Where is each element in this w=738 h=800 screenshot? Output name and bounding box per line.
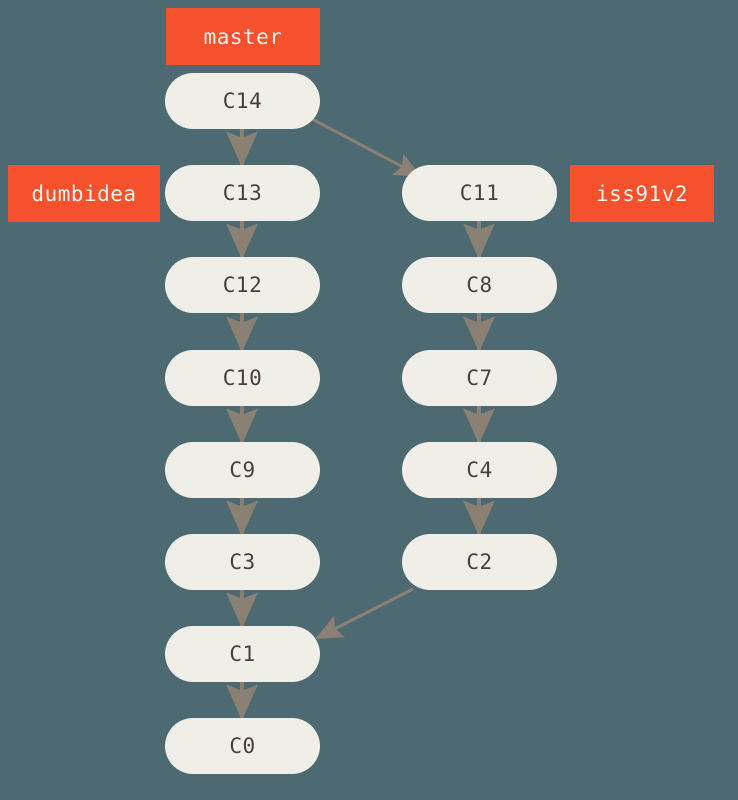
commit-node-c2[interactable]: C2	[402, 534, 557, 590]
commit-node-label: C14	[222, 89, 263, 113]
commit-node-c3[interactable]: C3	[165, 534, 320, 590]
commit-node-label: C4	[466, 458, 493, 482]
edge-c2-to-c1	[315, 587, 414, 640]
commit-node-c8[interactable]: C8	[402, 257, 557, 313]
commit-node-label: C13	[222, 181, 263, 205]
commit-node-c1[interactable]: C1	[165, 626, 320, 682]
commit-node-label: C11	[459, 181, 500, 205]
commit-node-label: C2	[466, 550, 493, 574]
commit-node-c10[interactable]: C10	[165, 350, 320, 406]
commit-node-c4[interactable]: C4	[402, 442, 557, 498]
commit-node-label: C12	[222, 273, 263, 297]
commit-node-label: C8	[466, 273, 493, 297]
commit-node-label: C1	[229, 642, 256, 666]
commit-node-label: C9	[229, 458, 256, 482]
branch-label-text: iss91v2	[595, 181, 688, 206]
commit-node-c11[interactable]: C11	[402, 165, 557, 221]
commit-node-c7[interactable]: C7	[402, 350, 557, 406]
commit-node-c12[interactable]: C12	[165, 257, 320, 313]
commit-node-label: C3	[229, 550, 256, 574]
branch-label-iss91v2[interactable]: iss91v2	[570, 165, 714, 222]
commit-node-label: C0	[229, 734, 256, 758]
commit-node-label: C7	[466, 366, 493, 390]
branch-label-text: dumbidea	[31, 181, 137, 206]
branch-label-text: master	[203, 24, 283, 49]
commit-node-c9[interactable]: C9	[165, 442, 320, 498]
edge-c14-to-c11	[311, 117, 422, 178]
branch-label-dumbidea[interactable]: dumbidea	[8, 165, 160, 222]
commit-node-c13[interactable]: C13	[165, 165, 320, 221]
commit-node-label: C10	[222, 366, 263, 390]
branch-label-master[interactable]: master	[166, 8, 320, 65]
commit-node-c14[interactable]: C14	[165, 73, 320, 129]
commit-node-c0[interactable]: C0	[165, 718, 320, 774]
